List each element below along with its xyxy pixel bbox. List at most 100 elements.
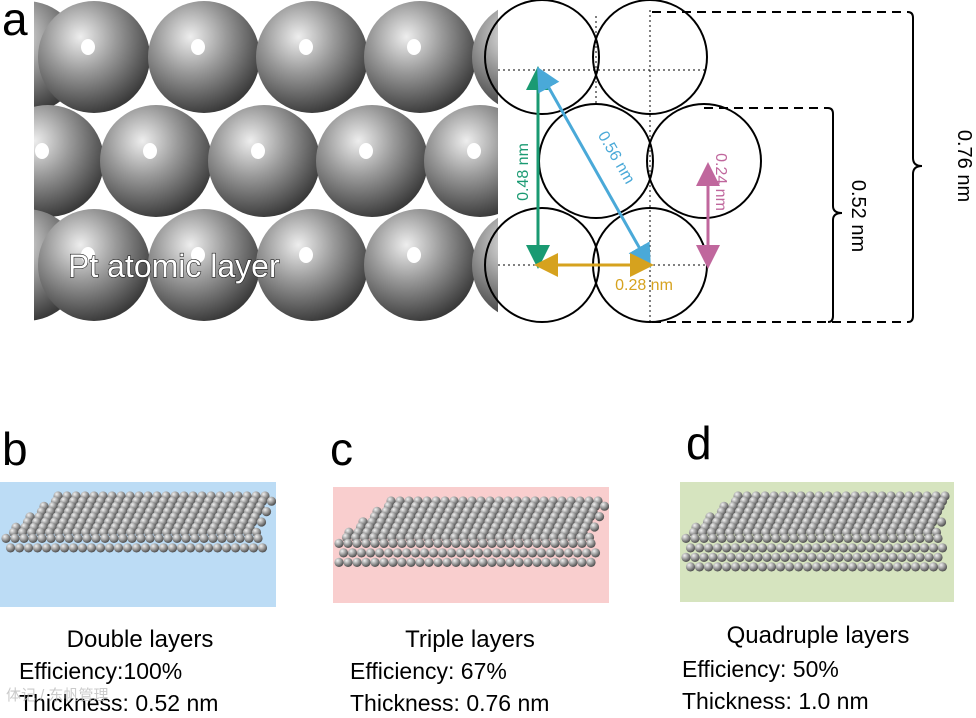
slab-atom [829, 562, 840, 572]
panel-d-letter: d [686, 417, 712, 469]
slab-atom [766, 543, 777, 553]
slab-atom [928, 543, 939, 553]
sphere-highlight [515, 39, 529, 55]
slab-atom [118, 533, 128, 543]
sphere-highlight [407, 39, 421, 55]
slab-atom [811, 543, 822, 553]
slab-atom [883, 562, 894, 572]
slab-atom [861, 533, 871, 543]
slab-atom [518, 548, 529, 558]
label-horizontal: 0.28 nm [615, 277, 673, 294]
slab-atom [437, 548, 448, 558]
slab-atom [847, 543, 858, 553]
slab-atom [514, 557, 524, 567]
slab-atom [388, 557, 398, 567]
slab-atom [838, 543, 849, 553]
slab-atom [64, 533, 74, 543]
slab-atom [559, 538, 569, 548]
slab-atom [334, 557, 344, 567]
slab-atom [469, 538, 479, 548]
bracket-inner [827, 107, 843, 323]
slab-atom [589, 522, 600, 532]
slab-atom [261, 507, 272, 517]
slab-atom [415, 538, 425, 548]
panel-c-letter: c [330, 423, 353, 475]
slab-atom [798, 533, 808, 543]
slab-atom [568, 557, 578, 567]
slab-atom [451, 538, 461, 548]
atom-slab [334, 496, 609, 567]
slab-atom [347, 548, 358, 558]
slab-atom [870, 552, 880, 562]
slab-atom [936, 517, 947, 527]
slab-atom [590, 548, 601, 558]
slab-atom [19, 533, 29, 543]
slab-atom [487, 538, 497, 548]
slab-atom [681, 533, 691, 543]
slab-atom [883, 543, 894, 553]
slab-atom [266, 496, 276, 506]
slab-atom [784, 543, 795, 553]
slab-atom [541, 538, 551, 548]
slab-atom [793, 562, 804, 572]
slab-atom [23, 543, 34, 553]
slab-atom [487, 557, 497, 567]
slab-atom [793, 543, 804, 553]
slab-atom [406, 557, 416, 567]
slab-atom [811, 562, 822, 572]
slab-atom [428, 548, 439, 558]
slab-atom [594, 512, 605, 522]
atom-outline [538, 103, 654, 219]
slab-atom [256, 517, 267, 527]
slab-atom [127, 533, 137, 543]
dashed-extensions [652, 11, 908, 323]
slab-atom [910, 562, 921, 572]
slab-atom [361, 538, 371, 548]
slab-atom [802, 562, 813, 572]
slab-atom [91, 533, 101, 543]
slab-atom [906, 533, 916, 543]
slab-atom [433, 557, 443, 567]
slab-atom [406, 538, 416, 548]
sphere-highlight [359, 143, 373, 159]
slab-atom [203, 543, 214, 553]
slab-atom [419, 548, 430, 558]
slab-atom [879, 552, 889, 562]
slab-atom [100, 533, 110, 543]
slab-atom [897, 533, 907, 543]
slab-atom [888, 533, 898, 543]
panel-b-letter: b [2, 423, 28, 475]
slab-atom [563, 548, 574, 558]
slab-atom [762, 552, 772, 562]
slab-atom [703, 562, 714, 572]
slab-atom [771, 533, 781, 543]
slab-atom [424, 538, 434, 548]
slab-atom [685, 562, 696, 572]
slab-atom [699, 552, 709, 562]
slab-atom [901, 562, 912, 572]
slab-atom [762, 533, 772, 543]
slab-atom [257, 543, 268, 553]
pt-atom-sphere [148, 209, 260, 321]
slab-atom [753, 552, 763, 562]
slab-atom [370, 538, 380, 548]
slab-atom [464, 548, 475, 558]
slab-atom [919, 543, 930, 553]
slab-atom [577, 557, 587, 567]
sphere-highlight [13, 247, 27, 263]
slab-atom [253, 533, 263, 543]
slab-atom [370, 557, 380, 567]
slab-atom [780, 552, 790, 562]
slab-atom [239, 543, 250, 553]
pt-atom-sphere [256, 1, 368, 113]
slab-atom [744, 552, 754, 562]
sphere-highlight [143, 143, 157, 159]
slab-atom [536, 548, 547, 558]
panel-c-thickness: Thickness: 0.76 nm [350, 690, 550, 716]
pt-atom-sphere [256, 209, 368, 321]
slab-atom [190, 533, 200, 543]
triple-layer-slab [333, 487, 609, 603]
slab-atom [505, 538, 515, 548]
bracket-outer [907, 11, 923, 323]
slab-atom [757, 543, 768, 553]
